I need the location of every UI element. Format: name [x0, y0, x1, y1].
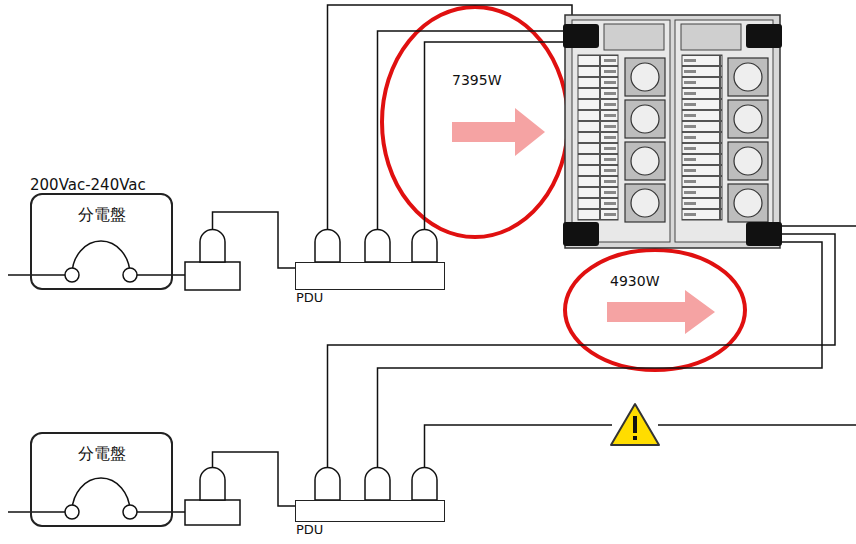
pdu-label: PDU [296, 290, 323, 305]
fan-circle [734, 63, 762, 91]
fan-circle [734, 105, 762, 133]
voltage-label: 200Vac-240Vac [30, 176, 146, 194]
fan-circle [631, 189, 659, 217]
distribution-panel: 分電盤 [30, 432, 173, 527]
power-connector [563, 222, 599, 246]
warning-mark [633, 436, 637, 440]
breaker-arc [72, 478, 130, 512]
mains-wire [137, 274, 185, 276]
power-value: 7395W [452, 72, 501, 88]
power-arrow [607, 290, 715, 334]
terminal-circle [65, 268, 79, 282]
chassis-half [675, 20, 773, 242]
fan-unit [625, 142, 665, 180]
highlight-ellipse [382, 7, 568, 237]
power-connector [746, 222, 782, 246]
fan-circle [631, 147, 659, 175]
fan-unit [625, 58, 665, 96]
power-cord [328, 5, 573, 230]
power-cord [425, 425, 613, 468]
pdu-strip: PDU [295, 262, 445, 290]
terminal-circle [123, 505, 137, 519]
pdu-label: PDU [296, 522, 323, 537]
fan-circle [631, 63, 659, 91]
plug-symbol [315, 467, 340, 500]
power-arrow [452, 108, 545, 156]
server-chassis [563, 15, 782, 248]
power-connector [563, 24, 599, 48]
mains-wire [137, 511, 185, 513]
blade-slots [578, 55, 618, 220]
fan-circle [734, 147, 762, 175]
plug-symbol [365, 467, 390, 500]
mains-wire [8, 274, 65, 276]
power-cord [425, 42, 566, 230]
plug-symbol [200, 467, 225, 500]
pdu-strip: PDU [295, 500, 445, 522]
power-cord [378, 31, 566, 230]
breaker-arc [72, 241, 130, 275]
power-cord [658, 424, 856, 426]
fan-circle [631, 105, 659, 133]
plug-symbol [365, 229, 390, 262]
chassis-frame [565, 15, 780, 248]
fan-unit [728, 58, 768, 96]
chassis-half [572, 20, 670, 242]
fan-circle [734, 189, 762, 217]
mains-wire [8, 511, 65, 513]
panel-title: 分電盤 [32, 434, 171, 465]
terminal-circle [65, 505, 79, 519]
blade-slots [682, 55, 722, 220]
terminal-circle [123, 268, 137, 282]
outlet-box [185, 500, 240, 525]
outlet-box [185, 262, 240, 290]
plug-symbol [412, 467, 437, 500]
power-cord [780, 225, 856, 227]
io-module [681, 24, 741, 50]
io-module [604, 24, 664, 50]
plug-symbol [412, 229, 437, 262]
warning-triangle [611, 404, 659, 445]
warning-mark [633, 416, 637, 433]
power-connector [746, 24, 782, 48]
power-value: 4930W [610, 273, 659, 289]
fan-unit [728, 142, 768, 180]
plug-symbol [200, 229, 225, 262]
fan-unit [728, 184, 768, 222]
fan-unit [625, 184, 665, 222]
distribution-panel: 分電盤 [30, 193, 173, 290]
fan-unit [625, 100, 665, 138]
highlight-ellipse [565, 250, 745, 370]
panel-title: 分電盤 [32, 195, 171, 226]
plug-symbol [315, 229, 340, 262]
fan-unit [728, 100, 768, 138]
